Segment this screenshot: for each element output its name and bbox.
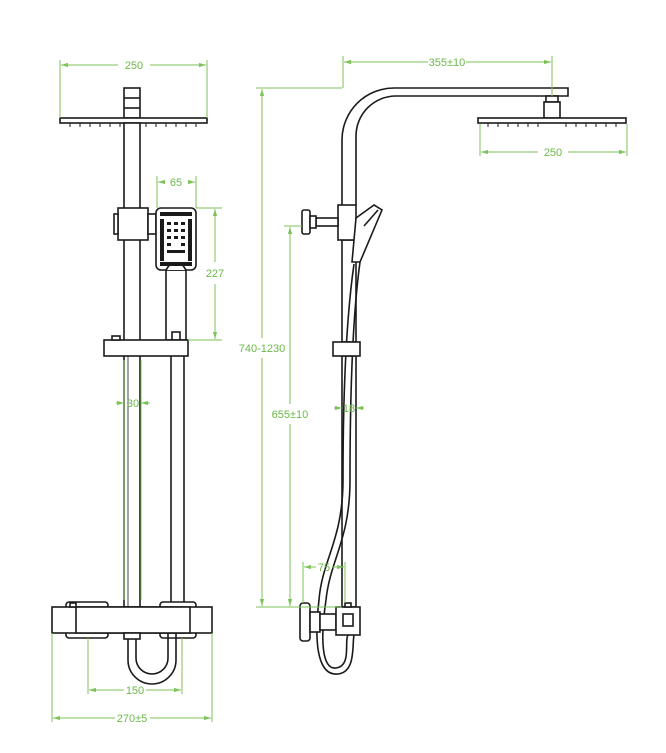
holder-shelf-front (103, 335, 189, 357)
dim-pipe-diameter: 30 (127, 398, 139, 410)
hand-shower-side (351, 204, 384, 263)
dim-hand-shower-height: 227 (206, 268, 224, 280)
front-dimensions: 250 65 227 30 150 270±5 (51, 60, 224, 725)
dim-holder-height: 655±10 (272, 409, 309, 421)
side-view: 355±10 250 740-1230 655±10 18 75 (239, 56, 628, 675)
riser-pipe-front (123, 122, 141, 608)
mixer-side (299, 602, 361, 642)
hose-front (170, 356, 185, 602)
dim-hand-shower-width: 65 (170, 177, 182, 189)
thermostatic-mixer-front (51, 601, 213, 685)
dim-inlet-spacing: 150 (126, 685, 144, 697)
hand-shower-front (155, 207, 197, 341)
front-view: 250 65 227 30 150 270±5 (51, 60, 224, 725)
dim-arm-reach: 355±10 (429, 57, 466, 69)
dim-lower-pipe-diameter: 18 (343, 403, 355, 415)
dim-wall-offset: 75 (318, 562, 330, 574)
shower-arm-side (341, 87, 627, 205)
dim-side-head-width: 250 (544, 147, 562, 159)
hose-side (316, 261, 361, 675)
dim-total-height: 740-1230 (239, 343, 286, 355)
rain-shower-head-front (59, 87, 208, 127)
dim-mixer-width: 270±5 (117, 713, 148, 725)
side-dimensions: 355±10 250 740-1230 655±10 18 75 (239, 56, 628, 608)
slider-bracket-front (113, 207, 157, 241)
slider-side (301, 204, 357, 241)
holder-side (332, 341, 361, 357)
riser-pipe-side (341, 239, 357, 608)
dim-head-width: 250 (125, 60, 143, 72)
